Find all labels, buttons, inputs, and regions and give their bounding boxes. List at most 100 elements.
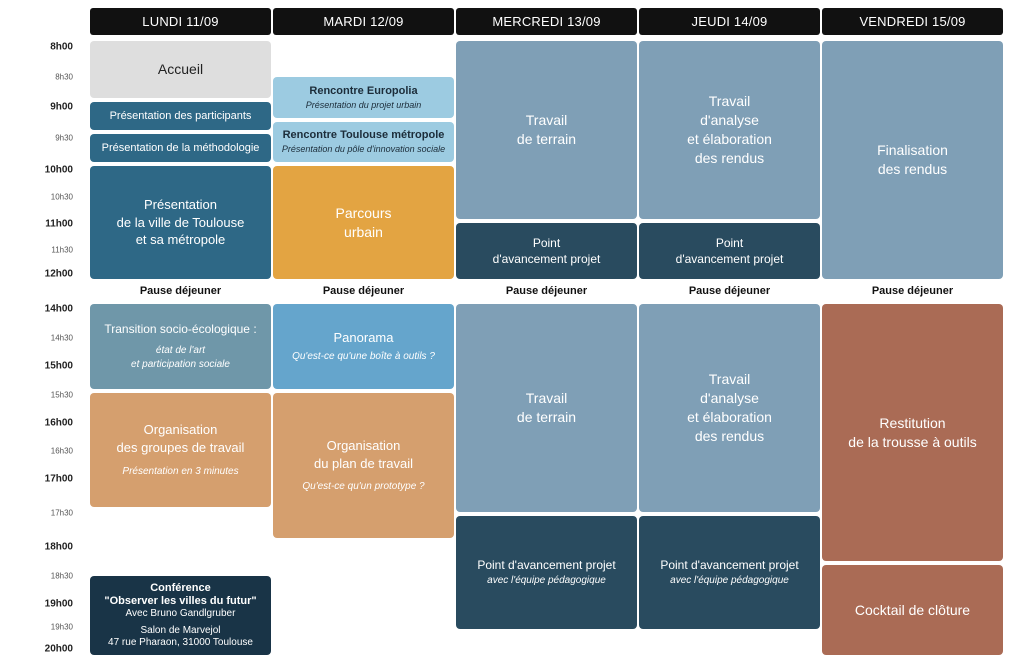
- conference-address: 47 rue Pharaon, 31000 Toulouse: [108, 636, 253, 648]
- session-point-avancement-pm: Point d'avancement projet avec l'équipe …: [456, 516, 637, 629]
- session-title-line: Travail: [708, 93, 751, 110]
- session-conference: Conférence "Observer les villes du futur…: [90, 576, 271, 655]
- session-title-line: Organisation: [143, 422, 218, 438]
- time-label: 15h30: [50, 390, 73, 400]
- time-label: 16h30: [50, 446, 73, 456]
- session-title-line: des rendus: [694, 149, 765, 166]
- session-title-line: de la ville de Toulouse: [116, 214, 245, 230]
- session-title-line: Travail: [525, 390, 568, 407]
- session-organisation-groupes: Organisation des groupes de travail Prés…: [90, 393, 271, 507]
- session-travail-analyse-pm: Travail d'analyse et élaboration des ren…: [639, 304, 820, 512]
- day-header-tuesday: MARDI 12/09: [273, 8, 454, 35]
- session-rencontre-europolia: Rencontre Europolia Présentation du proj…: [273, 77, 454, 118]
- session-title-line: Travail: [525, 112, 568, 129]
- session-subtitle: Qu'est-ce qu'un prototype ?: [302, 481, 425, 493]
- session-title-line: Conférence: [150, 582, 211, 595]
- time-label: 20h00: [44, 643, 73, 655]
- session-title-line: "Observer les villes du futur": [104, 595, 257, 607]
- session-title-line: Organisation: [326, 437, 401, 453]
- time-label: 17h30: [50, 508, 73, 518]
- session-presentation-methodologie: Présentation de la méthodologie: [90, 134, 271, 162]
- session-title: Accueil: [157, 61, 204, 78]
- time-label: 12h00: [44, 268, 73, 280]
- session-subtitle: avec l'équipe pédagogique: [487, 574, 606, 586]
- time-label: 8h00: [50, 41, 73, 53]
- session-title-line: d'avancement projet: [492, 252, 601, 266]
- time-label: 11h30: [51, 245, 73, 255]
- session-subtitle: Présentation du pôle d'innovation social…: [281, 144, 446, 155]
- time-label: 19h30: [50, 622, 73, 632]
- time-label: 11h00: [45, 218, 73, 230]
- session-travail-analyse-am: Travail d'analyse et élaboration des ren…: [639, 41, 820, 219]
- session-title: Cocktail de clôture: [854, 601, 971, 618]
- session-subtitle: et participation sociale: [131, 358, 230, 370]
- session-title-line: d'analyse: [700, 112, 759, 129]
- time-label: 15h00: [44, 360, 73, 372]
- session-title: Présentation de la méthodologie: [101, 141, 260, 154]
- time-label: 9h30: [55, 133, 73, 143]
- session-travail-terrain-pm: Travail de terrain: [456, 304, 637, 512]
- conference-speaker: Avec Bruno Gandlgruber: [125, 607, 236, 619]
- session-accueil: Accueil: [90, 41, 271, 98]
- session-title-line: des rendus: [877, 161, 948, 177]
- session-subtitle: Présentation en 3 minutes: [122, 465, 239, 477]
- session-title: Présentation des participants: [109, 109, 252, 122]
- session-title-line: Présentation: [144, 197, 217, 213]
- time-label: 18h30: [50, 571, 73, 581]
- session-point-avancement-am: Point d'avancement projet: [456, 223, 637, 279]
- day-header-wednesday: MERCREDI 13/09: [456, 8, 637, 35]
- session-title-line: de terrain: [516, 409, 577, 425]
- session-travail-terrain-am: Travail de terrain: [456, 41, 637, 219]
- session-parcours-urbain: Parcours urbain: [273, 166, 454, 279]
- session-title-line: et élaboration: [687, 409, 772, 425]
- session-presentation-participants: Présentation des participants: [90, 102, 271, 130]
- session-title-line: du plan de travail: [313, 455, 413, 471]
- session-title: Panorama: [333, 329, 394, 345]
- time-label: 17h00: [44, 473, 73, 485]
- session-title-line: Parcours: [335, 204, 392, 221]
- lunch-break-monday: Pause déjeuner: [139, 285, 222, 297]
- session-subtitle: Présentation du projet urbain: [305, 99, 422, 110]
- lunch-break-tuesday: Pause déjeuner: [322, 285, 405, 297]
- session-finalisation-rendus: Finalisation des rendus: [822, 41, 1003, 279]
- session-title-line: et élaboration: [687, 131, 772, 147]
- session-title: Transition socio-écologique :: [104, 322, 257, 337]
- conference-place: Salon de Marvejol: [140, 624, 221, 636]
- session-title: Rencontre Europolia: [309, 84, 418, 97]
- session-title-line: des rendus: [694, 427, 765, 444]
- time-label: 19h00: [44, 598, 73, 610]
- session-title-line: Point: [715, 235, 744, 250]
- day-header-thursday: JEUDI 14/09: [639, 8, 820, 35]
- session-rencontre-toulouse-metropole: Rencontre Toulouse métropole Présentatio…: [273, 122, 454, 162]
- session-restitution: Restitution de la trousse à outils: [822, 304, 1003, 561]
- session-subtitle: avec l'équipe pédagogique: [670, 574, 789, 586]
- session-transition: Transition socio-écologique : état de l'…: [90, 304, 271, 389]
- session-title-line: et sa métropole: [135, 232, 226, 248]
- session-title-line: de la trousse à outils: [848, 433, 977, 450]
- session-title-line: Travail: [708, 371, 751, 388]
- time-label: 8h30: [55, 72, 73, 82]
- time-label: 14h30: [50, 333, 73, 343]
- session-title-line: Finalisation: [877, 142, 948, 159]
- time-label: 10h30: [50, 192, 73, 202]
- session-presentation-ville: Présentation de la ville de Toulouse et …: [90, 166, 271, 279]
- session-title: Rencontre Toulouse métropole: [282, 129, 445, 142]
- session-subtitle: Qu'est-ce qu'une boîte à outils ?: [292, 351, 435, 363]
- lunch-break-thursday: Pause déjeuner: [688, 285, 771, 297]
- session-title-line: Restitution: [879, 414, 946, 431]
- session-point-avancement-am: Point d'avancement projet: [639, 223, 820, 279]
- session-title-line: Point: [532, 235, 561, 250]
- session-title-line: de terrain: [516, 131, 577, 147]
- day-header-monday: LUNDI 11/09: [90, 8, 271, 35]
- session-panorama: Panorama Qu'est-ce qu'une boîte à outils…: [273, 304, 454, 389]
- session-cocktail-cloture: Cocktail de clôture: [822, 565, 1003, 655]
- time-label: 18h00: [44, 541, 73, 553]
- session-title: Point d'avancement projet: [477, 558, 616, 573]
- time-label: 9h00: [50, 101, 73, 113]
- session-point-avancement-pm: Point d'avancement projet avec l'équipe …: [639, 516, 820, 629]
- session-organisation-plan: Organisation du plan de travail Qu'est-c…: [273, 393, 454, 538]
- day-header-friday: VENDREDI 15/09: [822, 8, 1003, 35]
- session-title-line: d'avancement projet: [675, 252, 784, 266]
- session-title-line: urbain: [344, 223, 383, 240]
- time-label: 14h00: [44, 303, 73, 315]
